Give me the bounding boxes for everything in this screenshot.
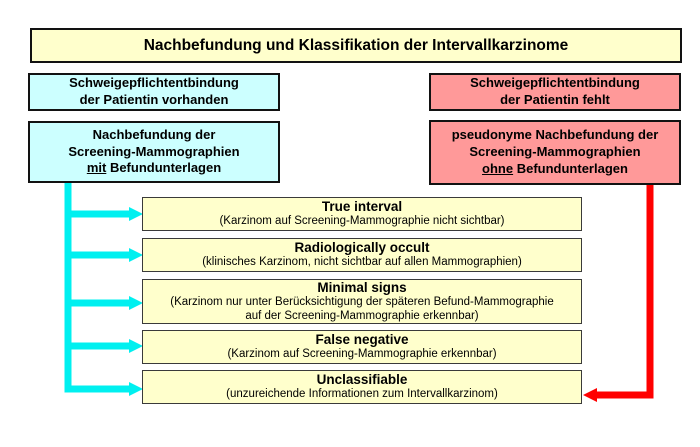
red-arrowhead-icon xyxy=(583,388,597,402)
category-subtitle: (Karzinom auf Screening-Mammographie erk… xyxy=(227,348,497,361)
diagram-title-text: Nachbefundung und Klassifikation der Int… xyxy=(143,36,569,54)
category-subtitle-line2: auf der Screening-Mammographie erkennbar… xyxy=(245,309,479,322)
review-with-emphasis: mit xyxy=(86,160,107,176)
consent-missing-box: Schweigepflichtentbindung der Patientin … xyxy=(429,73,681,111)
cyan-arrowhead-icon-1 xyxy=(129,207,143,221)
consent-missing-line1: Schweigepflichtentbindung xyxy=(470,75,640,91)
category-title: Radiologically occult xyxy=(294,240,430,256)
cyan-arrowhead-icon-4 xyxy=(129,339,143,353)
category-subtitle: (unzureichende Informationen zum Interva… xyxy=(226,388,498,401)
category-subtitle-line1: (Karzinom nur unter Berücksichtigung der… xyxy=(170,296,554,308)
review-with-line2: Screening-Mammographien xyxy=(68,143,240,159)
review-without-line3-rest: Befundunterlagen xyxy=(516,160,628,176)
cyan-connector xyxy=(64,183,143,396)
review-with-line3-rest: Befundunterlagen xyxy=(109,160,222,176)
category-true-interval-box: True interval (Karzinom auf Screening-Ma… xyxy=(142,197,582,231)
category-radiologically-occult-box: Radiologically occult (klinisches Karzin… xyxy=(142,238,582,272)
category-unclassifiable-box: Unclassifiable (unzureichende Informatio… xyxy=(142,370,582,404)
review-without-records-box: pseudonyme Nachbefundung der Screening-M… xyxy=(429,120,681,185)
review-without-line3: ohne Befundunterlagen xyxy=(431,161,679,178)
category-subtitle: (Karzinom auf Screening-Mammographie nic… xyxy=(219,215,505,228)
category-minimal-signs-box: Minimal signs (Karzinom nur unter Berück… xyxy=(142,279,582,324)
review-without-line1: pseudonyme Nachbefundung der xyxy=(451,127,659,143)
category-title: False negative xyxy=(315,332,409,348)
category-title: Unclassifiable xyxy=(316,372,408,388)
category-false-negative-box: False negative (Karzinom auf Screening-M… xyxy=(142,330,582,364)
review-without-line2: Screening-Mammographien xyxy=(469,144,641,160)
category-title: True interval xyxy=(321,199,403,215)
review-with-line3: mit Befundunterlagen xyxy=(30,160,278,177)
consent-missing-line2: der Patientin fehlt xyxy=(500,92,610,107)
review-with-records-box: Nachbefundung der Screening-Mammographie… xyxy=(28,121,280,183)
consent-present-box: Schweigepflichtentbindung der Patientin … xyxy=(28,73,280,111)
diagram-title: Nachbefundung und Klassifikation der Int… xyxy=(30,28,682,63)
category-title: Minimal signs xyxy=(317,280,407,295)
cyan-arrowhead-icon-5 xyxy=(129,382,143,396)
consent-present-line1: Schweigepflichtentbindung xyxy=(69,75,239,91)
cyan-arrowhead-icon-2 xyxy=(129,248,143,262)
review-without-emphasis: ohne xyxy=(482,160,514,176)
consent-present-line2: der Patientin vorhanden xyxy=(79,92,229,107)
red-connector xyxy=(583,185,654,402)
cyan-arrowhead-icon-3 xyxy=(129,296,143,310)
category-subtitle: (klinisches Karzinom, nicht sichtbar auf… xyxy=(202,256,522,269)
review-with-line1: Nachbefundung der xyxy=(92,126,216,142)
